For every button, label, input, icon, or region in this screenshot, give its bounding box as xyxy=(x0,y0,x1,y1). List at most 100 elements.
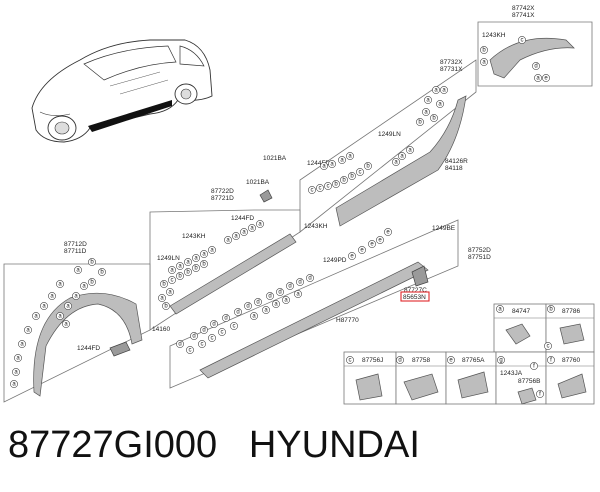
reference-circle-a xyxy=(56,280,64,288)
reference-letter-c: c xyxy=(319,185,322,191)
reference-circle-c xyxy=(168,276,176,284)
reference-letter-c: c xyxy=(359,169,362,175)
label-87722D: 87722D xyxy=(211,188,234,195)
label-1244FD-upper: 1244FD xyxy=(307,160,330,167)
reference-letter-a: a xyxy=(226,237,230,243)
reference-circle-e xyxy=(542,74,550,82)
reference-circle-e xyxy=(348,252,356,260)
reference-letter-f: f xyxy=(550,357,552,363)
reference-circle-a xyxy=(24,326,32,334)
reference-circle-d xyxy=(276,288,284,296)
reference-circle-a xyxy=(72,292,80,300)
reference-circle-a xyxy=(80,282,88,290)
reference-letter-a: a xyxy=(170,267,174,273)
label-14160: 14160 xyxy=(152,326,170,333)
reference-circle-a xyxy=(398,152,406,160)
reference-circle-a xyxy=(248,224,256,232)
reference-letter-a: a xyxy=(284,297,288,303)
reference-letter-c: c xyxy=(201,341,204,347)
reference-circle-d xyxy=(296,278,304,286)
reference-letter-c: c xyxy=(171,277,174,283)
reference-letter-d: d xyxy=(224,315,227,321)
front-arch-panel: 87712D 87711D 1244FD xyxy=(3,241,151,403)
bracket-group: 1021BA 1021BA xyxy=(246,155,287,203)
reference-letter-b: b xyxy=(194,265,198,271)
reference-letter-b: b xyxy=(202,261,206,267)
reference-circle-c xyxy=(186,346,194,354)
reference-circle-b xyxy=(88,258,96,266)
reference-circle-b xyxy=(162,302,170,310)
reference-circle-e xyxy=(358,246,366,254)
reference-letter-c: c xyxy=(547,343,550,349)
reference-circle-e xyxy=(368,240,376,248)
reference-letter-a: a xyxy=(64,321,68,327)
reference-circle-a xyxy=(56,312,64,320)
reference-letter-a: a xyxy=(16,355,20,361)
label-1249LN-mid: 1249LN xyxy=(157,255,180,262)
reference-circle-e xyxy=(447,356,455,364)
reference-circle-a xyxy=(74,266,82,274)
reference-letter-a: a xyxy=(340,157,344,163)
reference-letter-a: a xyxy=(242,229,246,235)
label-1243KH-upper: 1243KH xyxy=(304,223,328,230)
reference-circle-a xyxy=(200,250,208,258)
reference-circle-d xyxy=(266,292,274,300)
reference-circle-b xyxy=(160,280,168,288)
label-1244FD-left: 1244FD xyxy=(77,345,100,352)
reference-circle-c xyxy=(324,182,332,190)
reference-letter-a: a xyxy=(296,291,300,297)
reference-letter-a: a xyxy=(434,87,438,93)
label-87786: 87786 xyxy=(562,308,580,315)
reference-circle-c xyxy=(208,334,216,342)
reference-letter-a: a xyxy=(26,327,30,333)
reference-letter-d: d xyxy=(246,303,249,309)
reference-letter-a: a xyxy=(234,233,238,239)
reference-circle-d xyxy=(190,332,198,340)
label-87711D: 87711D xyxy=(64,248,87,255)
reference-circle-a xyxy=(10,380,18,388)
reference-letter-a: a xyxy=(202,251,206,257)
reference-circle-e xyxy=(384,228,392,236)
reference-circle-a xyxy=(282,296,290,304)
reference-letter-a: a xyxy=(252,313,256,319)
reference-circle-f xyxy=(536,390,544,398)
part-grid: 84747 87786 87756J 87758 87765A 87760 12… xyxy=(343,303,595,405)
reference-letter-a: a xyxy=(322,163,326,169)
reference-circle-d xyxy=(532,62,540,70)
reference-circle-a xyxy=(294,290,302,298)
reference-circle-b xyxy=(547,305,555,313)
reference-circle-a xyxy=(176,262,184,270)
label-1249BE: 1249BE xyxy=(432,225,456,232)
reference-letter-a: a xyxy=(400,153,404,159)
reference-letter-d: d xyxy=(236,309,239,315)
reference-circle-f xyxy=(547,356,555,364)
label-87732X: 87732X xyxy=(440,59,463,66)
label-1249PD: 1249PD xyxy=(323,257,347,264)
reference-circle-f xyxy=(530,362,538,370)
reference-letter-b: b xyxy=(100,269,104,275)
reference-circle-c xyxy=(316,184,324,192)
label-1243KH-mid: 1243KH xyxy=(182,233,206,240)
reference-circle-a xyxy=(18,340,26,348)
reference-circle-a xyxy=(422,108,430,116)
reference-letter-a: a xyxy=(210,247,214,253)
reference-letter-d: d xyxy=(178,341,181,347)
reference-letter-a: a xyxy=(12,381,16,387)
reference-letter-a: a xyxy=(424,109,428,115)
label-87756B: 87756B xyxy=(518,378,540,385)
reference-letter-c: c xyxy=(189,347,192,353)
reference-circle-a xyxy=(62,320,70,328)
reference-circle-a xyxy=(158,294,166,302)
reference-letter-a: a xyxy=(42,303,46,309)
reference-letter-d: d xyxy=(212,321,215,327)
reference-letter-e: e xyxy=(360,247,364,253)
reference-circle-c xyxy=(198,340,206,348)
label-87765A: 87765A xyxy=(462,357,485,364)
reference-letter-b: b xyxy=(162,281,166,287)
reference-letter-e: e xyxy=(386,229,390,235)
reference-letter-b: b xyxy=(482,47,486,53)
reference-circle-b xyxy=(430,114,438,122)
reference-circle-d xyxy=(396,356,404,364)
label-1021BA-2: 1021BA xyxy=(246,179,270,186)
upper-rail-panel: 87732X 87731X 1249LN 1244FD 84126R 84118… xyxy=(299,59,477,233)
